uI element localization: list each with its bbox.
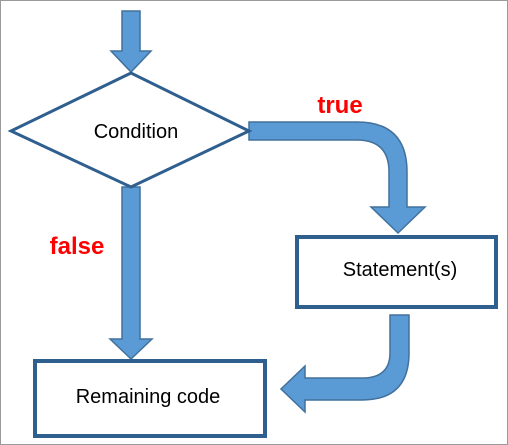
false-arrow: [108, 186, 154, 361]
entry-arrow: [109, 10, 153, 74]
remaining-code-box: [33, 359, 267, 438]
return-arrow: [279, 314, 410, 414]
remaining-code-label: Remaining code: [76, 386, 221, 408]
true-branch-label: true: [317, 92, 362, 119]
statements-box: [295, 235, 498, 309]
false-branch-label: false: [50, 233, 105, 260]
condition-diamond: [7, 71, 253, 189]
true-arrow: [248, 121, 427, 235]
condition-label: Condition: [94, 121, 179, 143]
statements-label: Statement(s): [343, 259, 457, 281]
